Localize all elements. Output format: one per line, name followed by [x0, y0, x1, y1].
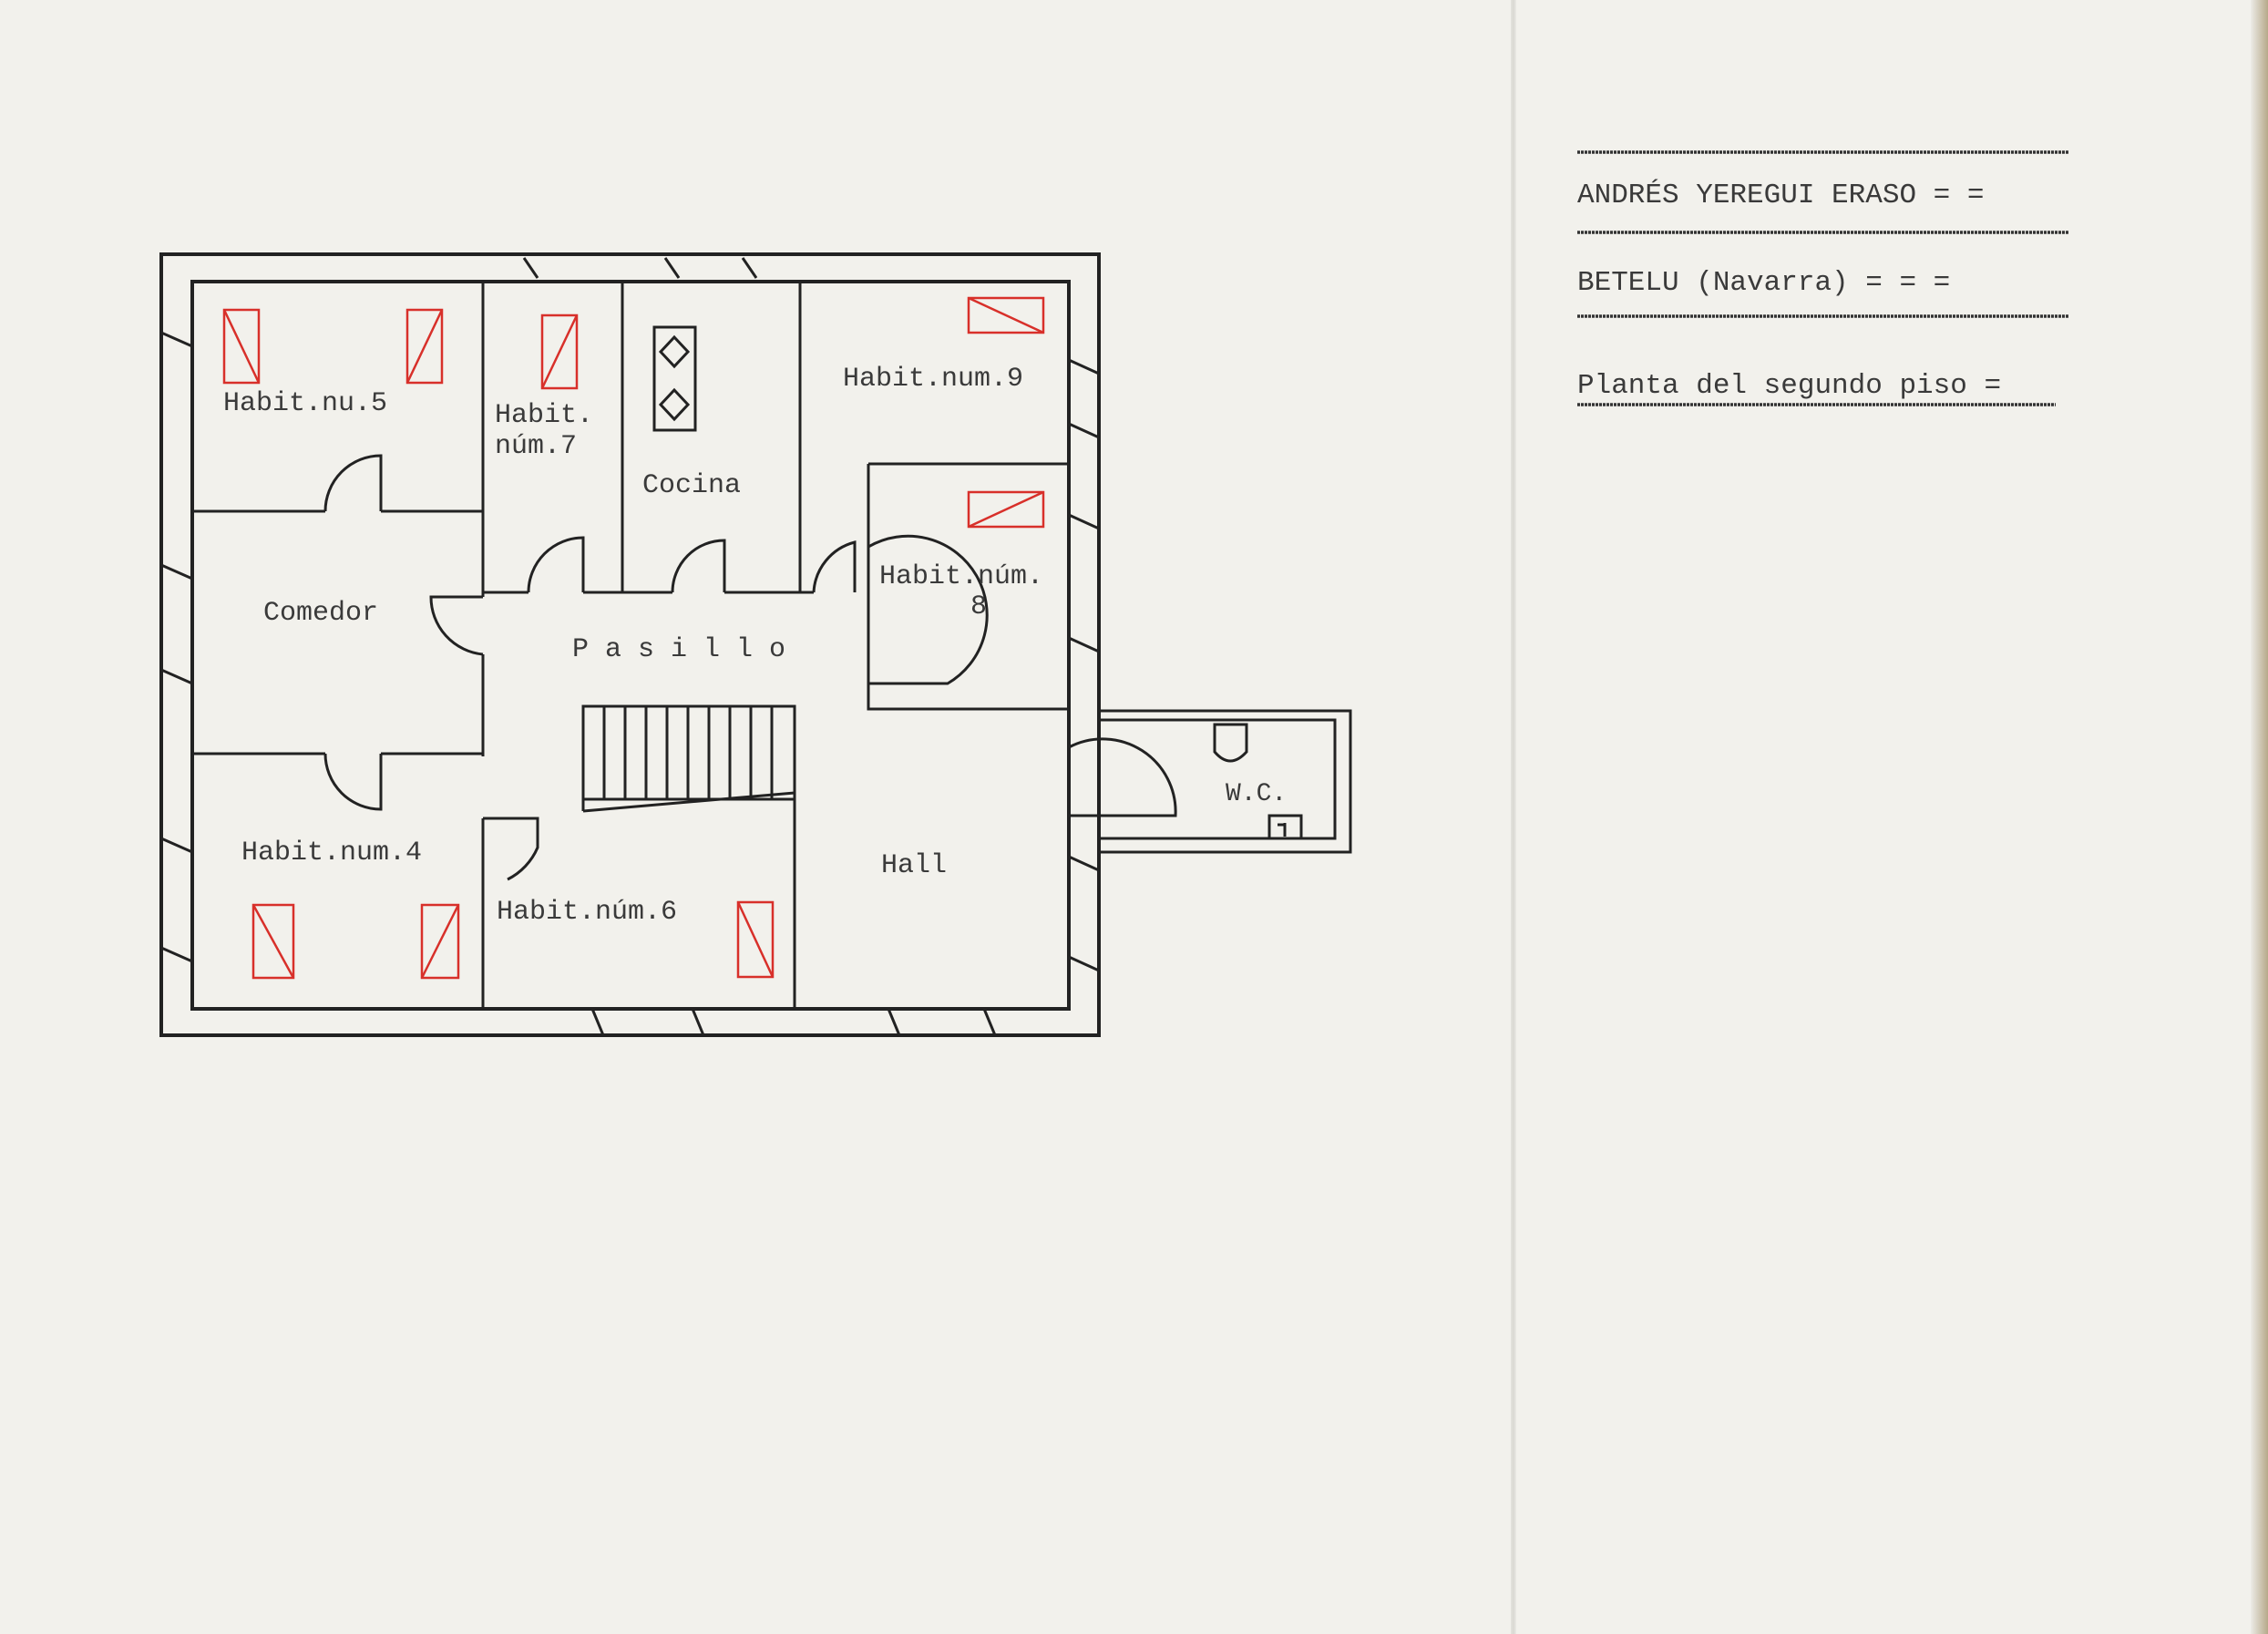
door-habit5 [323, 454, 383, 512]
page-edge [2251, 0, 2268, 1634]
title-block: ANDRÉS YEREGUI ERASO = = BETELU (Navarra… [1577, 150, 2068, 406]
room-labels: Habit.nu.5 Habit. núm.7 Cocina Habit.num… [223, 364, 1287, 928]
label-hall: Hall [881, 850, 947, 881]
wc-inner-wall [1099, 718, 1337, 840]
location: BETELU (Navarra) = = = [1577, 267, 1950, 299]
wc-outer-wall [1099, 709, 1352, 854]
outer-wall [159, 252, 1101, 1037]
door-habit8 [867, 534, 989, 685]
label-cocina: Cocina [642, 470, 741, 501]
doors [323, 454, 1177, 881]
stove-icon [652, 325, 697, 432]
interior-walls [192, 282, 1069, 1009]
door-wc [1068, 737, 1177, 817]
owner-name: ANDRÉS YEREGUI ERASO = = [1577, 178, 1984, 211]
label-habit5: Habit.nu.5 [223, 388, 387, 419]
beds [222, 296, 1045, 980]
wc-annex [1099, 709, 1352, 854]
label-habit8-line1: Habit.núm. [879, 561, 1043, 592]
label-habit4: Habit.num.4 [241, 838, 422, 868]
sink-icon [1267, 814, 1303, 840]
window-ticks [160, 257, 1100, 1036]
label-habit7-line1: Habit. [495, 400, 593, 431]
stove-burners-icon [658, 334, 691, 422]
label-habit8-line2: 8 [970, 591, 987, 622]
label-pasillo: P a s i l l o [572, 634, 785, 665]
outer-walls [159, 252, 1101, 1037]
door-habit6 [507, 817, 539, 881]
kitchen-stove [652, 325, 697, 432]
wall-habit6-top [483, 791, 795, 820]
label-habit9: Habit.num.9 [843, 364, 1023, 395]
door-habit7 [527, 536, 585, 593]
door-habit9 [812, 540, 857, 593]
door-habit4 [323, 753, 383, 811]
inner-wall [190, 280, 1071, 1011]
label-comedor: Comedor [263, 598, 378, 629]
stair-treads [602, 706, 774, 799]
plan-title: Planta del segundo piso = [1577, 370, 2001, 402]
label-habit6: Habit.núm.6 [497, 897, 677, 928]
staircase [581, 704, 796, 801]
toilet-icon [1213, 723, 1248, 763]
page-fold [1511, 0, 1516, 1634]
door-comedor [429, 595, 484, 656]
door-cocina [671, 539, 726, 593]
label-wc: W.C. [1226, 780, 1287, 808]
label-habit7-line2: núm.7 [495, 431, 577, 462]
sink-tap-icon [1278, 823, 1287, 837]
